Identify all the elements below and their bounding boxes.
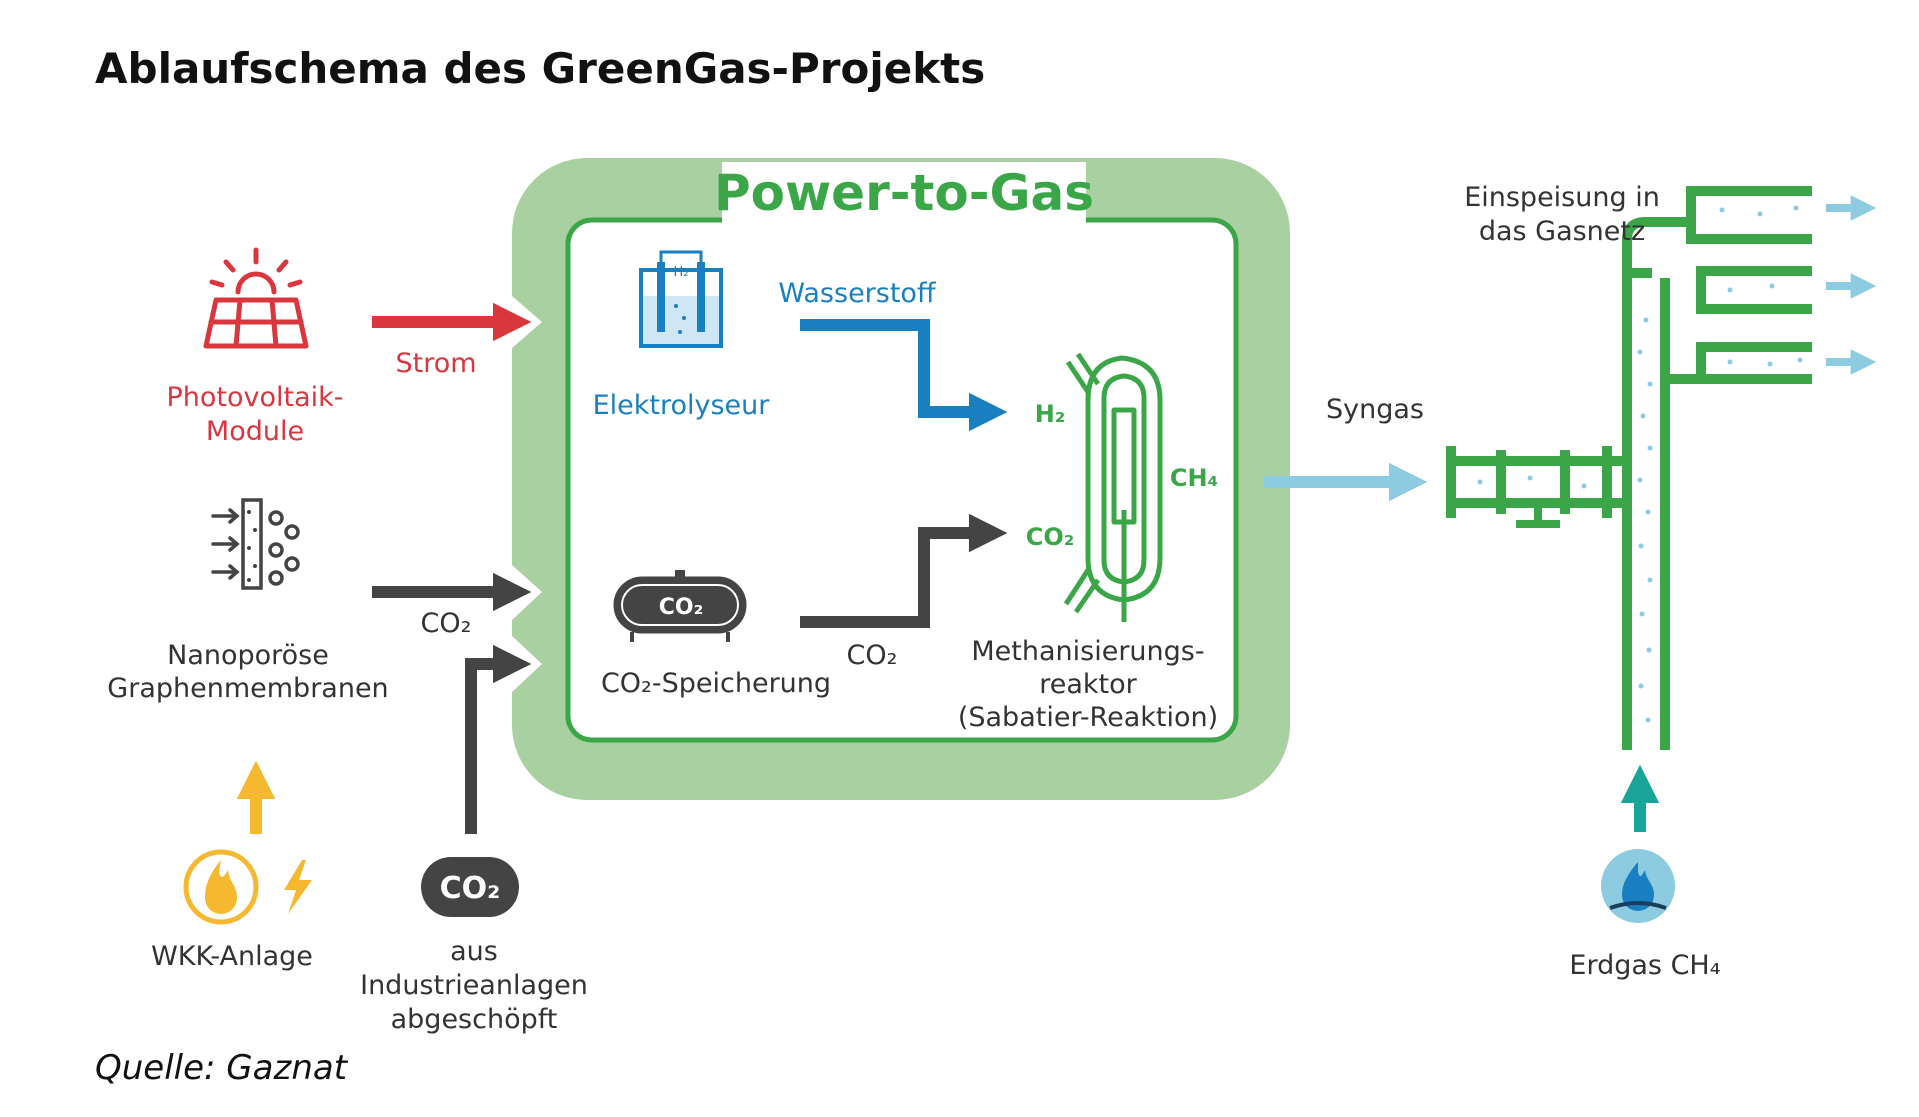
industry-co2-badge: CO₂ xyxy=(440,871,501,906)
solar-panel-icon xyxy=(203,247,309,349)
gas-flame-icon xyxy=(1601,849,1675,923)
membrane-source: Nanoporöse Graphenmembranen CO₂ xyxy=(107,498,532,704)
photovoltaik-label-line1: Photovoltaik- xyxy=(166,382,343,413)
photovoltaik-label-line2: Module xyxy=(206,416,304,447)
industry-co2-arrow xyxy=(465,644,532,834)
flame-and-lightning-icon xyxy=(183,849,312,925)
reactor-input-h2: H₂ xyxy=(1035,400,1066,428)
industry-label-line2: Industrieanlagen xyxy=(360,970,588,1001)
co2-flow-label: CO₂ xyxy=(847,640,898,671)
grid-injection-label-line1: Einspeisung in xyxy=(1464,182,1660,213)
wkk-label: WKK-Anlage xyxy=(151,941,313,972)
co2-flow: CO₂ CO₂ xyxy=(800,513,1075,671)
power-to-gas-heading: Power-to-Gas xyxy=(714,164,1094,222)
pipeline-dots xyxy=(1477,205,1803,723)
co2-storage: CO₂ CO₂-Speicherung xyxy=(601,570,831,699)
membrane-filter-icon xyxy=(211,498,300,590)
syngas-label: Syngas xyxy=(1326,394,1424,425)
membrane-co2-label: CO₂ xyxy=(421,608,472,639)
grid-injection-label-line2: das Gasnetz xyxy=(1479,216,1645,247)
electrolyser-badge: H₂ xyxy=(674,265,689,280)
reactor-input-co2: CO₂ xyxy=(1026,523,1075,551)
industry-label-line1: aus xyxy=(450,936,498,967)
co2-cloud-icon xyxy=(421,857,519,917)
diagram-title: Ablaufschema des GreenGas-Projekts xyxy=(95,44,986,93)
methanation-reactor-icon xyxy=(1063,352,1163,622)
power-to-gas-heading-gap xyxy=(722,162,1086,228)
reactor-label-line2: reaktor xyxy=(1039,669,1137,700)
gas-tank-icon xyxy=(613,570,747,642)
syngas-flow: Syngas xyxy=(1264,394,1428,502)
electrolyser-icon xyxy=(639,250,723,348)
methanation-reactor: CH₄ Methanisierungs- reaktor (Sabatier-R… xyxy=(958,352,1218,733)
natural-gas-label: Erdgas CH₄ xyxy=(1569,950,1720,981)
wkk-source: WKK-Anlage xyxy=(151,760,313,972)
membrane-label-line1: Nanoporöse xyxy=(167,640,329,671)
reactor-label-line1: Methanisierungs- xyxy=(971,636,1204,667)
strom-label: Strom xyxy=(395,348,476,379)
source-note: Quelle: Gaznat xyxy=(95,1048,348,1088)
co2-storage-label: CO₂-Speicherung xyxy=(601,668,831,699)
co2-arrow xyxy=(800,513,1008,628)
hydrogen-flow: Wasserstoff H₂ xyxy=(778,278,1066,432)
hydrogen-label: Wasserstoff xyxy=(778,278,937,309)
natural-gas-source: Erdgas CH₄ xyxy=(1569,764,1721,981)
membrane-label-line2: Graphenmembranen xyxy=(107,673,388,704)
membrane-dots xyxy=(247,510,257,582)
gas-pipeline-icon xyxy=(1446,186,1877,750)
electrolyser-label: Elektrolyseur xyxy=(593,390,771,421)
electrolyser: H₂ Elektrolyseur xyxy=(593,250,771,421)
power-to-gas-box: Power-to-Gas xyxy=(512,158,1290,800)
industry-label-line3: abgeschöpft xyxy=(391,1004,558,1035)
industry-source: CO₂ aus Industrieanlagen abgeschöpft xyxy=(360,644,588,1035)
co2-storage-badge: CO₂ xyxy=(659,595,703,620)
photovoltaik-source: Photovoltaik- Module Strom xyxy=(166,247,532,447)
reactor-output-ch4: CH₄ xyxy=(1170,464,1218,492)
reactor-label-line3: (Sabatier-Reaktion) xyxy=(958,702,1218,733)
hydrogen-arrow xyxy=(800,319,1008,432)
